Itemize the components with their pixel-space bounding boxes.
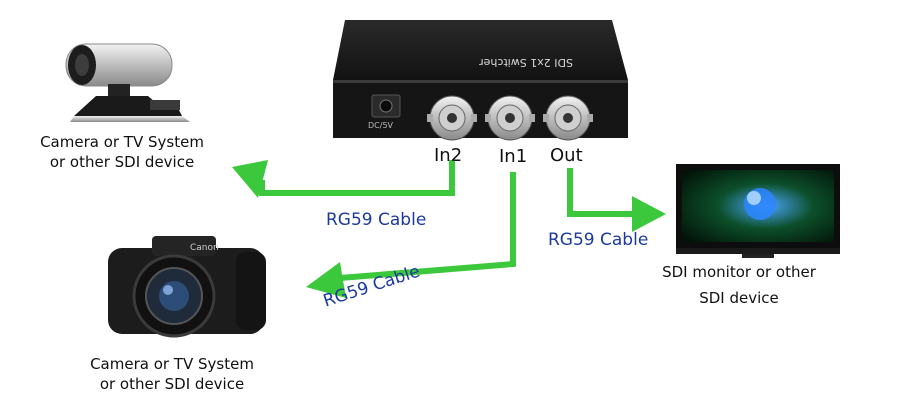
- dslr-camera-icon: Canon: [108, 236, 266, 338]
- port-label-in1: In1: [499, 146, 528, 167]
- switcher-name-label: SDI 2x1 Switcher: [479, 56, 573, 69]
- arrow-in1: [339, 172, 516, 281]
- bnc-connector-icon: [427, 95, 477, 141]
- cable-label-out: RG59 Cable: [548, 230, 649, 250]
- tv-monitor-icon: [676, 164, 840, 258]
- bnc-connector-icon: [485, 95, 535, 141]
- monitor-line1: SDI monitor or other: [662, 263, 816, 281]
- arrow-out: [567, 168, 636, 217]
- source-bottom-caption: Camera or TV System or other SDI device: [72, 354, 272, 394]
- arrowhead-in1: [306, 262, 346, 298]
- webcam-icon: [65, 43, 190, 122]
- arrow-in2: [259, 160, 455, 196]
- arrowhead-out: [632, 196, 666, 232]
- source-top-caption: Camera or TV System or other SDI device: [22, 132, 222, 172]
- bnc-connector-icon: [543, 95, 593, 141]
- source-top-line1: Camera or TV System: [40, 133, 204, 151]
- monitor-line2: SDI device: [699, 289, 779, 307]
- monitor-caption: SDI monitor or other SDI device: [644, 262, 834, 308]
- port-label-in2: In2: [434, 145, 463, 166]
- camera-brand-text: Canon: [190, 243, 219, 253]
- source-top-line2: or other SDI device: [49, 153, 195, 171]
- cable-label-in2: RG59 Cable: [326, 210, 427, 230]
- source-bottom-line2: or other SDI device: [99, 375, 245, 393]
- power-jack-icon: [371, 94, 401, 118]
- power-label: DC/5V: [368, 121, 394, 130]
- source-bottom-line1: Camera or TV System: [90, 355, 254, 373]
- arrowhead-in2: [232, 160, 268, 198]
- port-label-out: Out: [550, 145, 583, 166]
